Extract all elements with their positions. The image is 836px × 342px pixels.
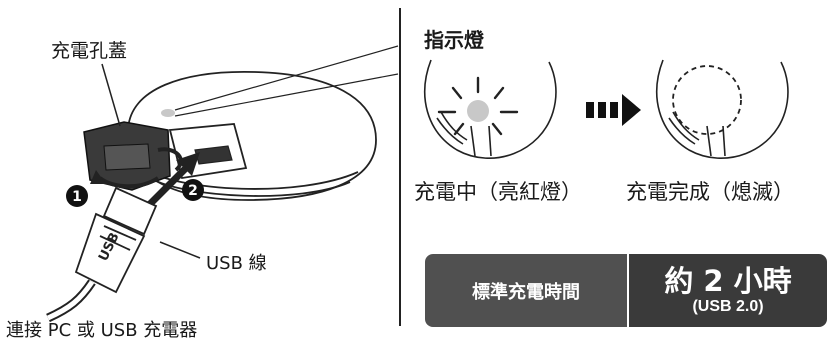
charge-time-value-cell: 約 2 小時 (USB 2.0) <box>629 254 827 327</box>
charge-time-value: 約 2 小時 <box>664 263 792 298</box>
leader-line <box>159 241 201 259</box>
rotate-arrow-head <box>90 170 106 184</box>
state-done-label: 充電完成（熄滅） <box>626 180 794 204</box>
indicator-lamp-on <box>467 100 489 122</box>
leader-line <box>174 45 399 111</box>
step-1-badge <box>66 185 88 207</box>
port-cover <box>83 121 183 191</box>
leader-line <box>174 73 399 117</box>
step-2-number: 2 <box>188 183 198 199</box>
transition-arrow <box>586 94 641 126</box>
port-cover-label: 充電孔蓋 <box>51 40 128 62</box>
charge-time-box: 標準充電時間 約 2 小時 (USB 2.0) <box>425 254 827 327</box>
step-1-number: 1 <box>72 189 82 205</box>
indicator-closeup-charging <box>424 59 557 159</box>
usb-plug <box>74 186 158 294</box>
charge-time-label: 標準充電時間 <box>472 281 580 303</box>
leader-line <box>101 63 121 127</box>
indicator-title: 指示燈 <box>424 28 484 52</box>
indicator-diagram <box>424 59 789 159</box>
divider <box>399 8 401 326</box>
usb-cable-label: USB 線 <box>206 253 267 274</box>
insert-arrow-head <box>176 152 200 176</box>
indicator-lamp-off <box>672 65 742 135</box>
charge-time-note: (USB 2.0) <box>692 297 764 315</box>
connect-label: 連接 PC 或 USB 充電器 <box>6 320 198 341</box>
rotate-arrow <box>98 176 160 189</box>
light-rays <box>437 76 519 136</box>
device-indicator-dot <box>161 109 175 117</box>
state-charging-label: 充電中（亮紅燈） <box>414 180 582 204</box>
indicator-closeup-done <box>656 59 789 159</box>
step-2-badge <box>182 179 204 201</box>
charging-illustration: USB 1 2 <box>46 45 399 323</box>
charge-time-label-cell: 標準充電時間 <box>425 254 627 327</box>
